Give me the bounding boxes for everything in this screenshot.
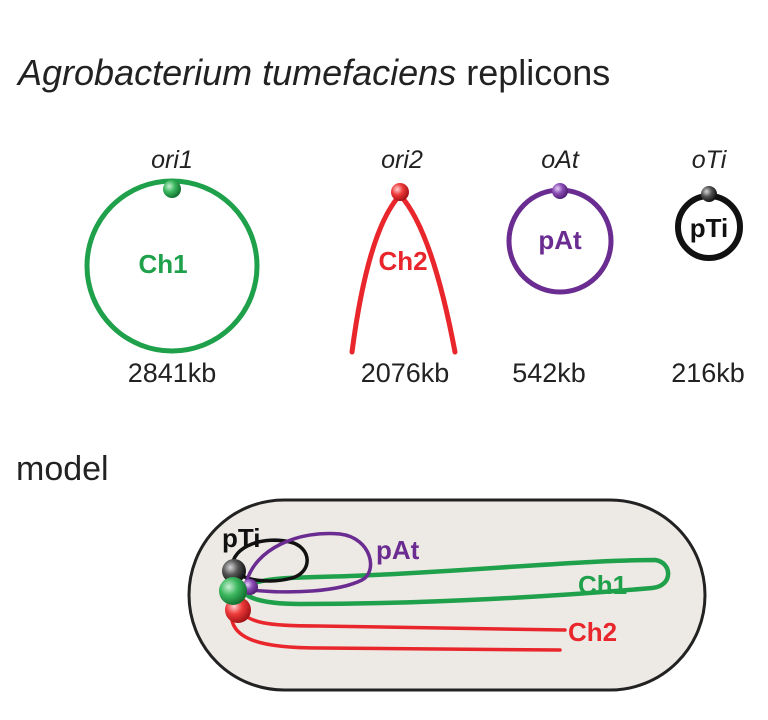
pat-origin-marker	[552, 183, 568, 199]
model-ch1-loop	[242, 557, 671, 607]
model-ch1-label: Ch1	[578, 570, 627, 600]
pti-label: pTi	[690, 213, 729, 243]
title-suffix: replicons	[456, 52, 610, 93]
pti-size: 216kb	[671, 358, 745, 388]
model-ch2-label: Ch2	[568, 617, 617, 647]
model-heading: model	[16, 450, 109, 488]
ch2-label: Ch2	[378, 246, 427, 276]
model-pti-loop	[230, 538, 309, 583]
pti-origin-label: oTi	[692, 146, 728, 174]
figure-title: Agrobacterium tumefaciens replicons	[16, 52, 610, 93]
model-pti-label: pTi	[222, 523, 261, 553]
model-ch1-origin	[219, 577, 247, 605]
pat-label: pAt	[538, 225, 582, 255]
cell-model: pTi pAt Ch1 Ch2	[187, 498, 707, 692]
ch1-label: Ch1	[138, 249, 187, 279]
cell-outline	[187, 498, 707, 692]
model-pti-origin	[222, 559, 246, 583]
replicon-ch1: ori1 Ch1 2841kb	[84, 146, 260, 388]
model-pat-label: pAt	[376, 535, 420, 565]
ch2-origin-marker	[391, 183, 409, 201]
ch1-origin-marker	[163, 180, 181, 198]
ch2-origin-label: ori2	[381, 146, 423, 174]
model-pat-loop	[244, 531, 373, 594]
ch1-size: 2841kb	[128, 358, 217, 388]
pat-size: 542kb	[512, 358, 586, 388]
ch2-size: 2076kb	[361, 358, 450, 388]
ch1-origin-label: ori1	[151, 146, 193, 174]
title-species: Agrobacterium tumefaciens	[16, 52, 456, 93]
pat-origin-label: oAt	[541, 146, 580, 174]
pti-origin-marker	[701, 186, 717, 202]
replicon-pat: oAt pAt 542kb	[506, 146, 614, 388]
replicon-pti: oTi pTi 216kb	[671, 146, 745, 388]
replicon-ch2: ori2 Ch2 2076kb	[349, 146, 458, 388]
